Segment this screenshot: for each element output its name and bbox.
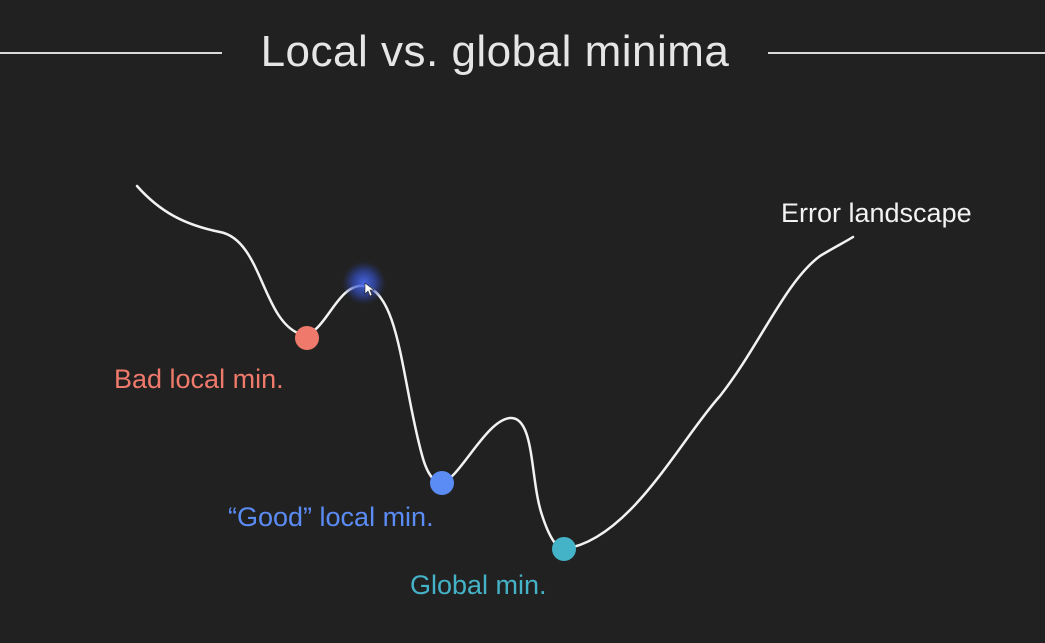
good-local-min-point (430, 471, 454, 495)
mouse-cursor-icon (364, 282, 375, 297)
global-min-point (552, 537, 576, 561)
title-rule-right (768, 52, 1045, 54)
error-landscape-label: Error landscape (781, 198, 972, 228)
error-curve (135, 184, 855, 551)
bad-local-min-label: Bad local min. (114, 364, 284, 394)
bad-local-min-point (295, 326, 319, 350)
pointer-glow-icon (342, 261, 386, 305)
title-rule-left (0, 52, 222, 54)
global-min-label: Global min. (410, 570, 547, 600)
slide-title: Local vs. global minima (260, 27, 730, 76)
good-local-min-label: “Good” local min. (228, 502, 434, 532)
